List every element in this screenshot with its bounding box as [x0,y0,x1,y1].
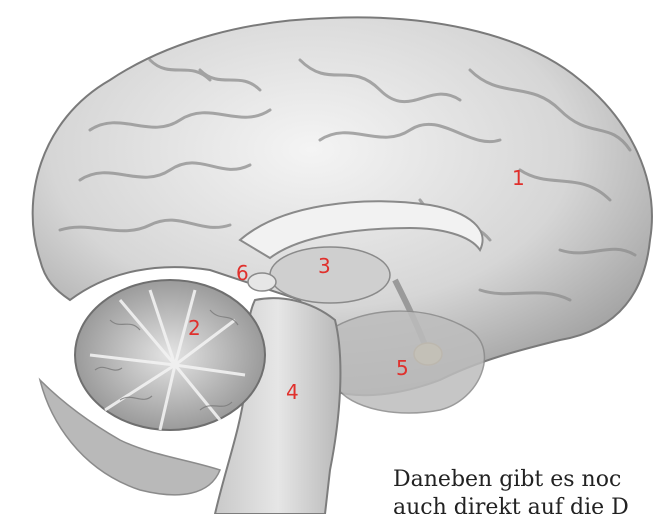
cerebellum [75,280,265,430]
pineal-area [248,273,276,291]
label-4: 4 [286,382,299,402]
label-6: 6 [236,263,249,283]
label-3: 3 [318,256,331,276]
caption-line-2: auch direkt auf die D [393,496,629,514]
label-1: 1 [512,168,525,188]
label-5: 5 [396,358,409,378]
caption-line-1: Daneben gibt es noc [393,468,621,492]
label-2: 2 [188,318,201,338]
